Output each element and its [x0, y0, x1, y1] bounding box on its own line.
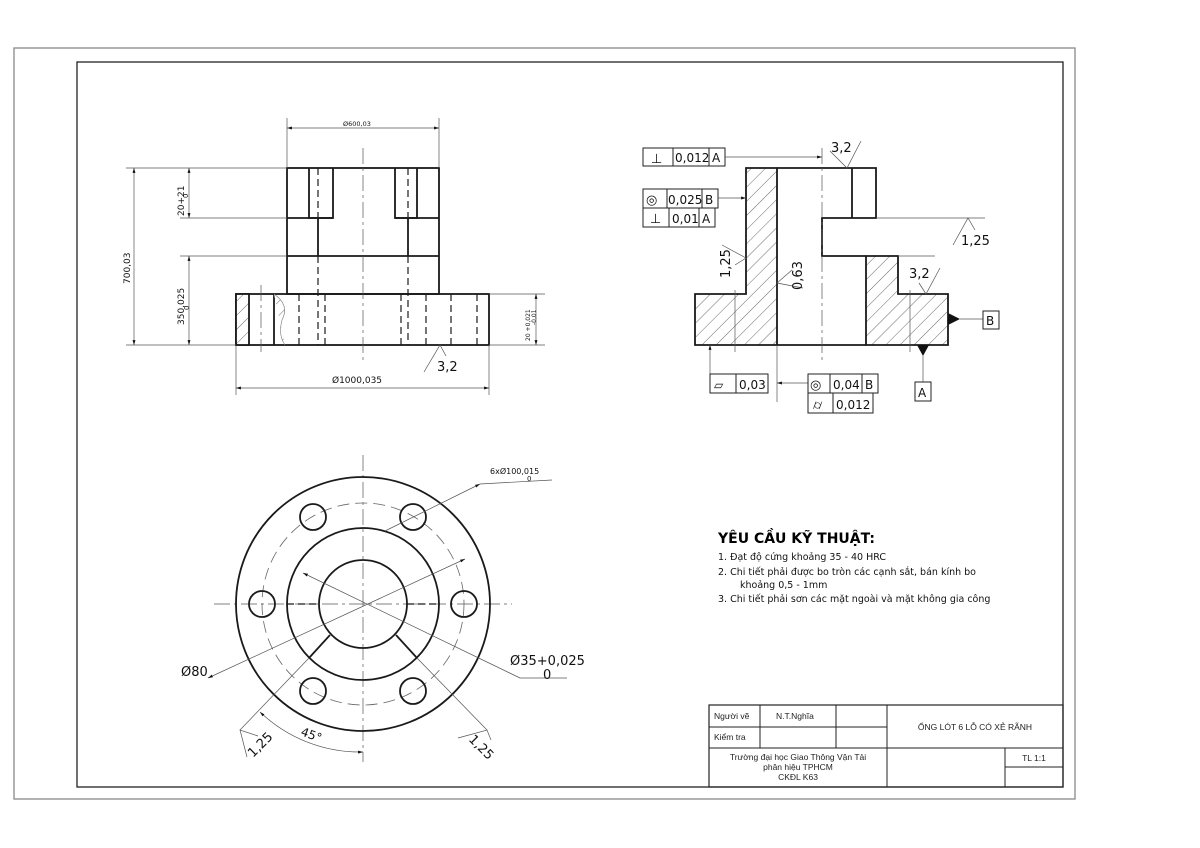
fcf-outer-diameter: ◎ 0,025 B ⊥ 0,01 A — [642, 188, 746, 228]
dim-flange-thickness-tol: -0,01 — [531, 309, 538, 325]
svg-text:◎: ◎ — [646, 193, 657, 208]
fcf-perpendicularity-top: ⊥ 0,012 A — [642, 147, 822, 167]
svg-text:⊥: ⊥ — [651, 152, 662, 167]
requirements-title: YÊU CẦU KỸ THUẬT: — [717, 528, 875, 547]
roughness-bore: 0,63 — [791, 261, 806, 290]
svg-text:▱: ▱ — [714, 378, 724, 392]
roughness-bottom: 3,2 — [437, 360, 458, 375]
requirement-item: 1. Đạt độ cứng khoảng 35 - 40 HRC — [718, 552, 886, 563]
svg-text:0,012: 0,012 — [675, 151, 709, 165]
dim-flange-diameter: Ø1000,035 — [332, 375, 382, 386]
roughness-flange: 3,2 — [909, 267, 930, 282]
roughness-left: 1,25 — [245, 730, 276, 761]
sheet-outer-border — [13, 47, 1076, 800]
svg-text:0,04: 0,04 — [833, 378, 860, 392]
dim-flange-thickness: 20 +0,021 — [525, 309, 532, 341]
svg-text:0,03: 0,03 — [739, 378, 766, 392]
front-view: Ø600,03 700,03 20+21 0 350,025 0 20 +0,0… — [123, 118, 545, 395]
requirement-item: 3. Chi tiết phải sơn các mặt ngoài và mặ… — [718, 594, 990, 605]
dim-flange-height: 350,025 — [177, 288, 187, 325]
dim-holes-tol: 0 — [527, 475, 531, 483]
school-line1: Trường đại học Giao Thông Vận Tải — [730, 752, 866, 762]
roughness-outer: 1,25 — [719, 249, 734, 278]
datum-b-label: B — [986, 314, 994, 328]
dim-bore-tol: 0 — [543, 668, 551, 683]
requirement-item: 2. Chi tiết phải được bo tròn các cạnh s… — [718, 567, 976, 578]
svg-text:⌭: ⌭ — [813, 398, 823, 413]
svg-text:0,01: 0,01 — [672, 212, 699, 226]
section-view: ⊥ 0,012 A 3,2 ◎ 0,025 B ⊥ 0,01 A 1,25 0,… — [642, 140, 1000, 414]
datum-a-label: A — [918, 386, 927, 400]
part-name: ỐNG LÓT 6 LỖ CÓ XẺ RÃNH — [918, 721, 1032, 732]
dim-holes: 6xØ100,015 — [490, 466, 539, 476]
drawn-by-label: Người vẽ — [714, 711, 750, 721]
dim-slot-depth: 20+21 — [177, 186, 187, 216]
dim-total-height: 700,03 — [123, 253, 133, 285]
dim-flange-height-tol: 0 — [183, 306, 191, 310]
svg-text:A: A — [702, 212, 711, 226]
svg-text:⊥: ⊥ — [650, 212, 661, 227]
technical-requirements: YÊU CẦU KỸ THUẬT: 1. Đạt độ cứng khoảng … — [717, 528, 990, 605]
requirement-item: khoảng 0,5 - 1mm — [740, 580, 827, 591]
checked-by-label: Kiểm tra — [714, 732, 746, 742]
dim-bore: Ø35+0,025 — [510, 654, 585, 669]
svg-text:0,025: 0,025 — [668, 193, 702, 207]
roughness-top: 3,2 — [831, 141, 852, 156]
angle-45: 45° — [299, 725, 324, 745]
dim-bolt-circle: Ø80 — [181, 665, 208, 680]
roughness-right: 1,25 — [465, 732, 496, 763]
dim-slot-depth-tol: 0 — [182, 194, 190, 198]
fcf-bore: ◎ 0,04 B ⌭ 0,012 — [777, 373, 879, 414]
scale: TL 1:1 — [1022, 753, 1046, 763]
svg-text:◎: ◎ — [810, 378, 821, 393]
svg-text:0,012: 0,012 — [836, 398, 870, 412]
fcf-flatness: ▱ 0,03 — [708, 345, 769, 394]
dim-top-diameter: Ø600,03 — [343, 120, 371, 128]
roughness-slot: 1,25 — [961, 234, 990, 249]
school-line3: CKĐL K63 — [778, 772, 818, 782]
svg-text:B: B — [865, 378, 873, 392]
top-view: 6xØ100,015 0 Ø80 Ø35+0,025 0 45° 1,25 1,… — [181, 455, 585, 763]
drawn-by-value: N.T.Nghĩa — [776, 711, 814, 721]
svg-text:A: A — [712, 151, 721, 165]
school-line2: phân hiệu TPHCM — [763, 762, 833, 772]
sheet-inner-frame — [76, 61, 1064, 788]
svg-text:B: B — [705, 193, 713, 207]
title-block: Người vẽ N.T.Nghĩa Kiểm tra ỐNG LÓT 6 LỖ… — [708, 704, 1064, 788]
